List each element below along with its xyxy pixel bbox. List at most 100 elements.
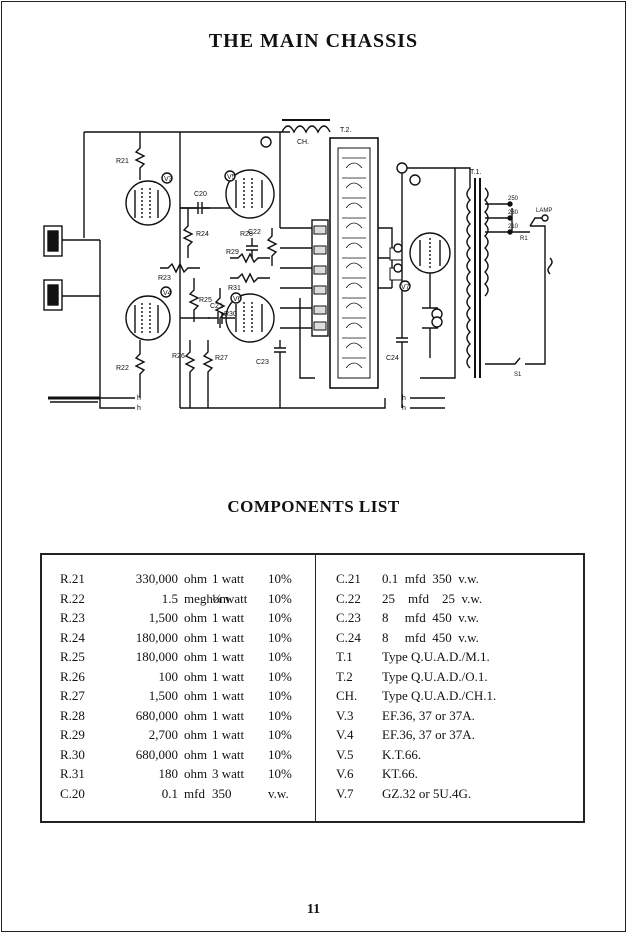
component-ref: R.24 xyxy=(60,629,85,645)
component-value: 0.1 xyxy=(161,785,178,801)
r31-label: R31 xyxy=(228,285,241,292)
component-ref: R.23 xyxy=(60,610,85,625)
circuit-schematic: h h R21 V3 V4 R22 R23 R24 R25 R26 R27 C2 xyxy=(43,119,553,412)
tap-210: 210 xyxy=(508,224,519,230)
component-value: 1,500 xyxy=(148,688,178,703)
component-ref: R.21 xyxy=(60,571,85,586)
component-ref: T.2 xyxy=(336,668,353,684)
component-tolerance: 10% xyxy=(268,766,292,781)
tube-v3: V3 xyxy=(125,172,173,226)
component-unit: meghom xyxy=(184,590,230,606)
component-value: 680,000 xyxy=(135,746,178,762)
c23-label: C23 xyxy=(256,359,269,366)
component-tolerance: 10% xyxy=(268,746,292,762)
tube-v7: V7 xyxy=(399,232,451,292)
component-rating: ¼ watt xyxy=(212,590,248,606)
component-row: CH.Type Q.U.A.D./CH.1. xyxy=(336,688,576,708)
component-rating: 1 watt xyxy=(212,649,245,664)
tube-v5: V5 xyxy=(224,169,275,219)
component-tolerance: v.w. xyxy=(268,785,289,801)
page-title: THE MAIN CHASSIS xyxy=(208,30,419,52)
component-description: GZ.32 or 5U.4G. xyxy=(382,785,472,801)
component-row: V.4 EF.36, 37 or 37A. xyxy=(336,727,576,747)
v5-label: V5 xyxy=(227,174,236,181)
c22-label: C22 xyxy=(248,229,261,236)
component-ref: R.26 xyxy=(60,668,85,684)
component-row: T.2 Type Q.U.A.D./O.1. xyxy=(336,669,576,689)
t1-label: T.1. xyxy=(470,169,481,176)
s1-label: S1 xyxy=(514,372,522,378)
component-rating: 1 watt xyxy=(212,688,245,703)
component-tolerance: 10% xyxy=(268,629,292,645)
component-description: K.T.66. xyxy=(382,746,422,762)
tap-250: 250 xyxy=(508,196,519,202)
lamp-label: LAMP xyxy=(536,208,552,214)
earth-ground xyxy=(48,396,100,403)
component-rating: 1 watt xyxy=(212,571,245,586)
component-ref: C.20 xyxy=(60,785,85,801)
component-rating: 1 watt xyxy=(212,727,245,742)
r25-label: R25 xyxy=(199,297,212,304)
component-description: EF.36, 37 or 37A. xyxy=(382,707,475,723)
component-ref: R.27 xyxy=(60,688,85,703)
c21-label: C21 xyxy=(210,303,223,310)
component-description: 25 mfd 25 v.w. xyxy=(382,590,483,606)
component-value: 1.5 xyxy=(161,590,178,606)
component-ref: V.5 xyxy=(336,746,354,762)
tap-230: 230 xyxy=(508,210,519,216)
component-description: KT.66. xyxy=(382,766,418,781)
component-value: 180,000 xyxy=(135,629,178,645)
r22-label: R22 xyxy=(116,365,129,372)
component-unit: ohm xyxy=(184,649,208,664)
component-description: 8 mfd 450 v.w. xyxy=(382,629,479,645)
component-description: Type Q.U.A.D./O.1. xyxy=(382,668,488,684)
component-unit: ohm xyxy=(184,707,208,723)
component-ref: V.4 xyxy=(336,727,354,742)
input-transformer-top xyxy=(43,225,63,257)
component-description: EF.36, 37 or 37A. xyxy=(382,727,475,742)
component-ref: R.29 xyxy=(60,727,85,742)
heater-label-4: h xyxy=(402,405,406,412)
component-unit: ohm xyxy=(184,610,208,625)
component-ref: C.22 xyxy=(336,590,361,606)
component-row: C.20 0.1 mfd 350 v.w. xyxy=(60,786,310,806)
input-transformer-bottom xyxy=(43,279,63,311)
heater-label-3: h xyxy=(402,395,406,402)
v4-label: V4 xyxy=(163,290,172,297)
component-value: 180 xyxy=(158,766,179,781)
component-rating: 1 watt xyxy=(212,629,245,645)
component-tolerance: 10% xyxy=(268,610,292,625)
component-ref: C.21 xyxy=(336,571,361,586)
component-ref: T.1 xyxy=(336,649,353,664)
choke-ch: CH. xyxy=(260,119,331,148)
component-description: Type Q.U.A.D./CH.1. xyxy=(382,688,497,703)
component-unit: ohm xyxy=(184,766,208,781)
component-rating: 350 xyxy=(212,785,232,801)
component-unit: mfd xyxy=(184,785,205,801)
mains-transformer-t1: T.1. xyxy=(466,169,489,378)
component-unit: ohm xyxy=(184,629,208,645)
component-rating: 1 watt xyxy=(212,746,245,762)
component-tolerance: 10% xyxy=(268,590,292,606)
component-ref: R.25 xyxy=(60,649,85,664)
component-rating: 1 watt xyxy=(212,668,245,684)
column-divider xyxy=(315,555,316,821)
ch-label: CH. xyxy=(297,139,309,146)
component-rating: 1 watt xyxy=(212,707,245,723)
r21-label: R21 xyxy=(116,158,129,165)
